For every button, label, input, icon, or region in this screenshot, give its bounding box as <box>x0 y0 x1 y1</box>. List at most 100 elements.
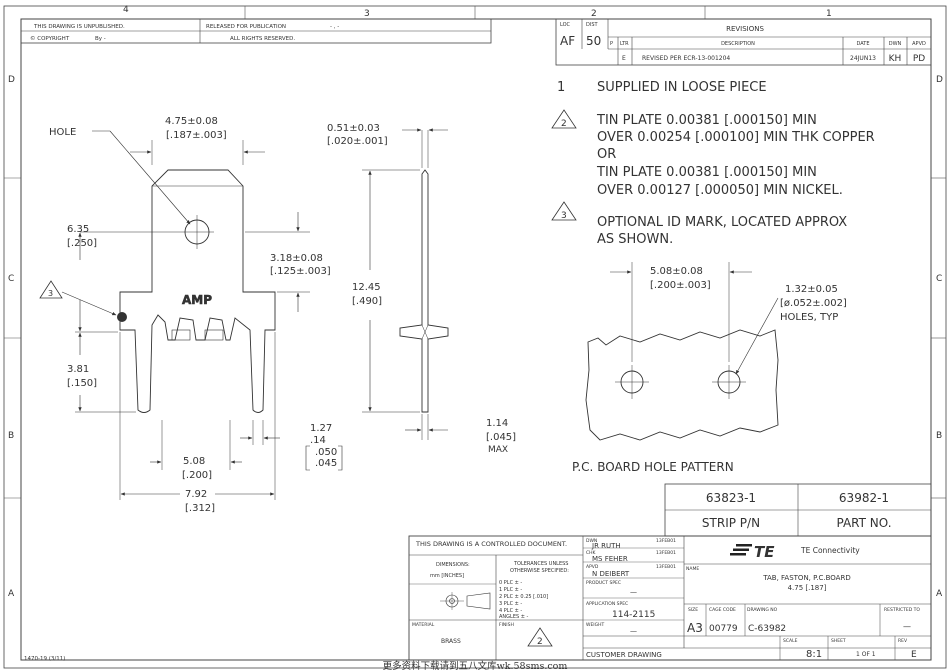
rev-value: E <box>911 650 917 660</box>
rev-row-description: REVISED PER ECR-13-001204 <box>642 55 730 62</box>
leg-pitch-dim: 5.08 <box>183 456 205 467</box>
dwn-date: 13FEB01 <box>656 538 676 544</box>
name-label: NAME <box>686 566 699 572</box>
tolerances-label-2: OTHERWISE SPECIFIED: <box>510 568 569 574</box>
scale-label: SCALE <box>783 638 798 644</box>
tol-4-plc: 4 PLC ± - <box>499 608 522 614</box>
id-note-number: 3 <box>48 289 53 298</box>
dist-value: 50 <box>586 34 601 48</box>
pcb-hole-pattern: 5.08±0.08 [.200±.003] 1.32±0.05 [ø.052±.… <box>572 262 847 474</box>
tolerances-label: TOLERANCES UNLESS <box>513 561 568 567</box>
drawing-no-value: C-63982 <box>748 624 786 634</box>
leg-thickness-max: MAX <box>488 445 508 455</box>
copyright-by: By - <box>95 36 106 42</box>
finish-flag-icon <box>527 627 553 647</box>
note-2-line-3: OR <box>597 147 616 162</box>
note-3-number: 3 <box>561 211 567 221</box>
pcb-holes-typ: HOLES, TYP <box>780 312 838 323</box>
material-value: BRASS <box>441 638 461 645</box>
pcb-title: P.C. BOARD HOLE PATTERN <box>572 460 734 474</box>
zone-b-right: B <box>936 431 942 441</box>
part-number-table: 63823-1 63982-1 STRIP P/N PART NO. <box>664 483 932 537</box>
download-footer: 更多资料下载请到五八文库wk.58sms.com <box>383 660 568 672</box>
zone-4: 4 <box>123 5 129 15</box>
zone-d-right: D <box>936 75 943 85</box>
size-value: A3 <box>687 621 703 635</box>
zone-2: 2 <box>591 9 597 19</box>
height-dim: 12.45 <box>352 282 381 293</box>
pcb-pitch-dim-in: [.200±.003] <box>650 280 711 291</box>
zone-c-left: C <box>8 274 14 284</box>
leg-dim-2: .14 <box>310 435 326 446</box>
pcb-pitch-dim: 5.08±0.08 <box>650 266 703 277</box>
note-2-line-5: OVER 0.00127 [.000050] MIN NICKEL. <box>597 183 843 198</box>
outer-border <box>3 5 947 669</box>
front-view: AMP HOLE 4.75±0.08 [.187±.003] 6.35 [.25… <box>39 116 343 514</box>
third-angle-projection-icon <box>440 592 491 610</box>
chk-name: MS FEHER <box>592 555 628 563</box>
zone-3: 3 <box>364 9 370 19</box>
note-1-text: SUPPLIED IN LOOSE PIECE <box>597 80 767 95</box>
revisions-title: REVISIONS <box>726 25 764 33</box>
amp-marking: AMP <box>182 293 212 307</box>
hole-label: HOLE <box>49 127 76 138</box>
app-spec-label: APPLICATION SPEC <box>586 601 628 607</box>
size-label: SIZE <box>688 607 698 613</box>
drawing-no-label: DRAWING NO <box>747 607 778 613</box>
dist-label: DIST <box>586 22 598 28</box>
tol-angles: ANGLES ± - <box>499 614 529 620</box>
note-3-flag-icon <box>551 201 577 221</box>
note-2-line-4: TIN PLATE 0.00381 [.000150] MIN <box>596 165 817 180</box>
sheet-value: 1 OF 1 <box>856 651 876 658</box>
material-label: MATERIAL <box>412 622 435 628</box>
note-3-line-2: AS SHOWN. <box>597 232 673 247</box>
restricted-label: RESTRICTED TO <box>884 607 920 613</box>
release-dash: - , - <box>330 24 339 30</box>
zone-1: 1 <box>826 9 832 19</box>
hole-height-dim: 6.35 <box>67 224 89 235</box>
header-block: THIS DRAWING IS UNPUBLISHED. RELEASED FO… <box>20 18 492 44</box>
tab-outline <box>119 169 276 413</box>
id-note-flag-icon <box>39 280 63 299</box>
zone-markers-side <box>4 177 946 499</box>
rev-col-dwn: DWN <box>889 41 902 47</box>
leg-dim-4: .045 <box>315 458 337 469</box>
part-number: 63982-1 <box>839 491 889 505</box>
strip-part-number: 63823-1 <box>706 491 756 505</box>
hole-height-dim-in: [.250] <box>67 238 97 249</box>
leg-thickness-dim-in: [.045] <box>486 432 516 443</box>
title-block: THIS DRAWING IS A CONTROLLED DOCUMENT. D… <box>408 535 932 661</box>
pcb-hole-dia-dim: 1.32±0.05 <box>785 284 838 295</box>
zone-b-left: B <box>8 431 14 441</box>
note-2-flag-icon <box>551 109 577 129</box>
rev-row-date: 24JUN13 <box>850 55 876 62</box>
rev-col-p: P <box>610 41 613 47</box>
tol-0-plc: 0 PLC ± - <box>499 580 522 586</box>
overall-width-dim: 7.92 <box>185 489 207 500</box>
leg-length-dim: 3.81 <box>67 364 89 375</box>
shoulder-dim: 3.18±0.08 <box>270 253 323 264</box>
finish-number: 2 <box>537 637 543 647</box>
tol-1-plc: 1 PLC ± - <box>499 587 522 593</box>
cage-code-value: 00779 <box>709 624 738 634</box>
zone-c-right: C <box>936 274 942 284</box>
product-spec-label: PRODUCT SPEC <box>586 580 621 586</box>
rev-col-date: DATE <box>856 41 869 47</box>
leg-dim-1: 1.27 <box>310 423 332 434</box>
revision-block: LOC AF DIST 50 REVISIONS P LTR DESCRIPTI… <box>555 18 932 66</box>
side-profile <box>399 169 449 413</box>
company-name: TE Connectivity <box>800 546 860 555</box>
cage-code-label: CAGE CODE <box>709 607 736 613</box>
notes: 1 SUPPLIED IN LOOSE PIECE 2 TIN PLATE 0.… <box>551 80 875 247</box>
tol-3-plc: 3 PLC ± - <box>499 601 522 607</box>
thickness-dim-in: [.020±.001] <box>327 136 388 147</box>
shoulder-dim-in: [.125±.003] <box>270 266 331 277</box>
side-view: 0.51±0.03 [.020±.001] 12.45 [.490] 1.14 … <box>327 123 516 455</box>
tab-width-dim: 4.75±0.08 <box>165 116 218 127</box>
rev-row-dwn: KH <box>889 54 902 64</box>
leg-thickness-dim: 1.14 <box>486 418 508 429</box>
app-spec-value: 114-2115 <box>612 610 655 620</box>
zone-a-right: A <box>936 589 943 599</box>
strip-pn-label: STRIP P/N <box>702 516 760 530</box>
product-spec-value: — <box>630 588 637 596</box>
